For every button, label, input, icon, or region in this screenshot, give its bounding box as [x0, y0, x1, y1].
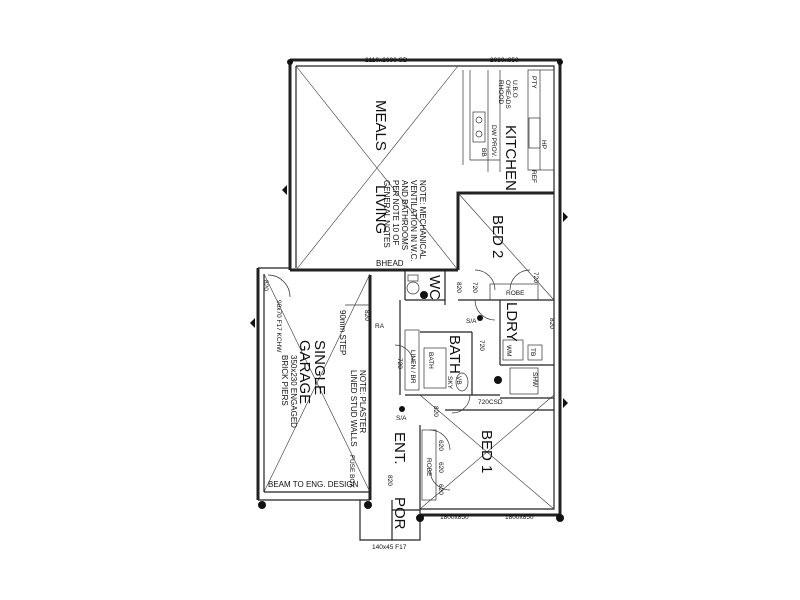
sky-label: SKY — [446, 376, 453, 390]
sa-label-2: S/A — [396, 415, 407, 422]
basin-icon — [455, 372, 469, 392]
dimension-labels: 2110x2690 SD 2030x850 1800x850 1800x850 … — [262, 57, 555, 551]
door-620-a: 620 — [437, 440, 444, 451]
brick-note-line-2: BRICK PIERS — [280, 355, 289, 406]
beam-note: BEAM TO ENG. DESIGN — [268, 480, 359, 489]
robe-top-label: ROBE — [506, 290, 525, 297]
brick-note-line-1: 350x230 ENGAGED — [289, 355, 298, 428]
door-720-a: 720 — [471, 282, 478, 293]
door-820-f: 820 — [386, 475, 393, 486]
door-820-b: 820 — [262, 280, 269, 291]
plaster-note-line-2: LINED STUD WALLS — [349, 370, 358, 447]
toilet-icon — [406, 274, 420, 295]
wc-label: WC — [426, 275, 443, 300]
room-labels: MEALS LIVING KITCHEN BED 2 WC LDRY BATH … — [296, 100, 520, 530]
shw-label: SHW — [531, 372, 538, 388]
wall-markers — [250, 59, 568, 522]
kitchen-note-4: DW PROV. — [490, 125, 497, 157]
fuse-label: FUSE BOX — [348, 455, 355, 489]
sa-label-1: S/A — [466, 318, 477, 325]
linen-label: LINEN / BR — [409, 350, 416, 384]
sink-icon — [472, 111, 486, 143]
mech-note-line-2: VENTILATION IN W.C. — [409, 180, 418, 262]
mech-note-line-3: AND BATHROOMS — [400, 180, 409, 250]
step-note: 90mm STEP — [338, 310, 347, 355]
csd-dim: 720CSD — [478, 399, 503, 406]
bed1-label: BED 1 — [478, 430, 495, 473]
door-820-d: 820 — [432, 406, 439, 417]
bb-label: BB — [480, 148, 487, 157]
door-720-b: 720 — [532, 272, 539, 283]
door-820-c: 820 — [363, 310, 370, 321]
door-820-a: 820 — [455, 282, 462, 293]
kitchen-note-3: RHOOD — [497, 80, 504, 105]
garage-label: GARAGE — [296, 340, 313, 404]
ent-label: ENT. — [391, 432, 408, 465]
bhead-label: BHEAD — [376, 259, 404, 268]
door-swings — [267, 269, 531, 491]
porch-beam-dim: 140x45 F17 — [372, 544, 407, 551]
plaster-note-line-1: NOTE: PLASTER — [358, 370, 367, 433]
ra-label: RA — [375, 323, 385, 330]
door-820-e: 820 — [548, 318, 555, 329]
door-620-b: 620 — [437, 462, 444, 473]
wm-label: WM — [505, 345, 512, 357]
hp-label: HP — [540, 140, 547, 149]
bottom-dim-1: 1800x850 — [440, 514, 469, 521]
exhaust-fan-icon — [399, 291, 502, 412]
bed2-label: BED 2 — [489, 215, 506, 258]
meals-label: MEALS — [372, 100, 389, 151]
door-720-c: 720 — [478, 340, 485, 351]
por-label: POR — [391, 497, 408, 530]
door-620-c: 620 — [437, 484, 444, 495]
cooktop-icon — [528, 117, 541, 149]
kitchen-label: KITCHEN — [502, 125, 519, 191]
bath-label: BATH — [446, 335, 463, 374]
robe-bottom-label: ROBE — [425, 458, 432, 477]
mech-note-line-1: NOTE: MECHANICAL — [418, 180, 427, 260]
top-window-dim: 2110x2690 SD — [365, 57, 408, 64]
top-right-dim: 2030x850 — [490, 57, 519, 64]
mech-note-line-4: PER NOTE 10 OF — [391, 180, 400, 245]
kitchen-note-2: O'HEADS — [504, 80, 511, 109]
bath-fixture-label: BATH — [427, 352, 434, 369]
kchw-dim: 90x70 F17 KCHW — [275, 300, 282, 353]
mech-note-line-5: GENERAL NOTES — [382, 180, 391, 248]
bottom-dim-2: 1800x850 — [505, 514, 534, 521]
tb-label: TB — [529, 348, 536, 356]
single-label: SINGLE — [311, 340, 328, 395]
outer-walls — [256, 58, 562, 541]
living-label: LIVING — [372, 185, 389, 234]
door-720-d: 720 — [396, 358, 403, 369]
pty-label: PTY — [530, 76, 537, 89]
kitchen-note-1: U.B.O — [511, 80, 518, 98]
notes: NOTE: MECHANICAL VENTILATION IN W.C. AND… — [280, 80, 518, 447]
ldry-label: LDRY — [503, 302, 520, 342]
vb-label: VB — [455, 376, 462, 385]
room-diagonals — [263, 65, 555, 510]
ref-label: REF — [530, 170, 537, 183]
